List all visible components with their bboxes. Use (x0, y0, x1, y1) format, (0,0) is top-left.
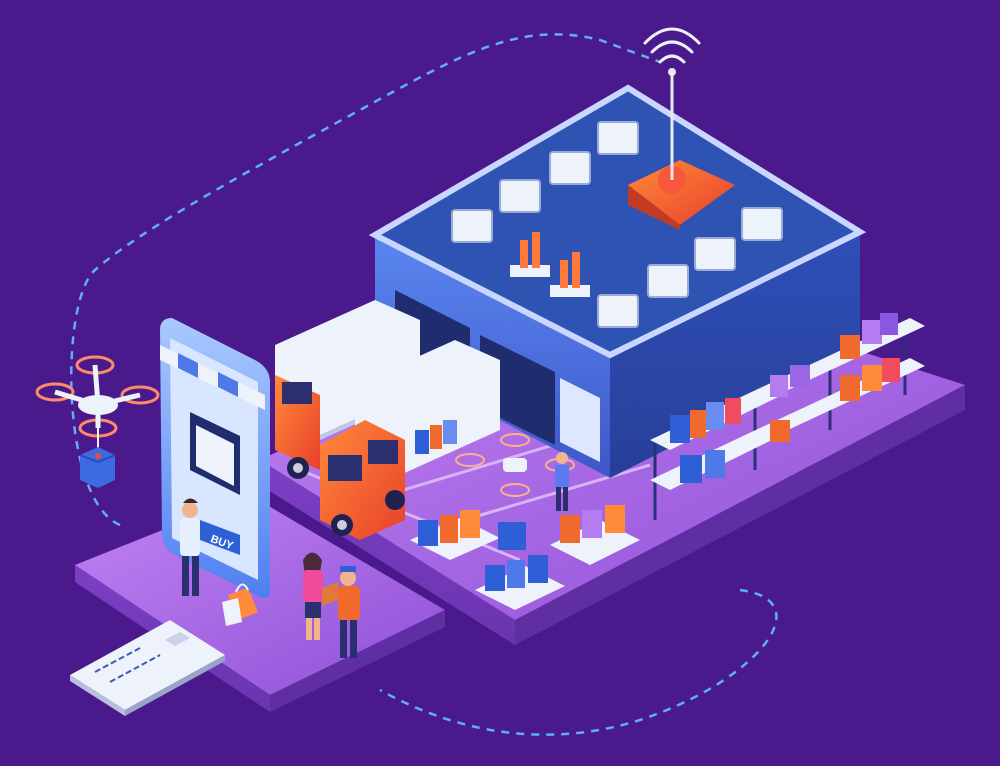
small-drone-icon (455, 433, 575, 497)
warehouse-worker (555, 452, 569, 511)
store-awning (160, 345, 265, 410)
customer-man (180, 498, 200, 596)
delivery-truck-icon (275, 300, 500, 540)
roof-chimneys (510, 232, 590, 297)
shopping-bag-icon (222, 583, 258, 626)
warehouse-shelves (650, 313, 925, 520)
credit-card-icon (70, 620, 225, 716)
wifi-signal-icon (643, 27, 701, 64)
rooftop-antenna-unit (628, 68, 735, 230)
parcel-pallets (410, 505, 640, 610)
roof-vents (451, 121, 783, 328)
drone-icon (35, 355, 160, 488)
delivery-courier-and-customer (303, 552, 360, 658)
